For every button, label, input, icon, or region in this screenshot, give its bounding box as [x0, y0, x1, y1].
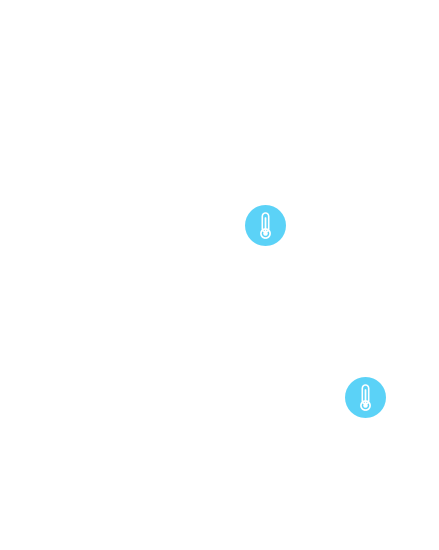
thermometer-icon: [245, 205, 286, 246]
temperature-sensor-marker-2[interactable]: [345, 377, 386, 418]
thermometer-icon: [345, 377, 386, 418]
temperature-sensor-marker-1[interactable]: [245, 205, 286, 246]
